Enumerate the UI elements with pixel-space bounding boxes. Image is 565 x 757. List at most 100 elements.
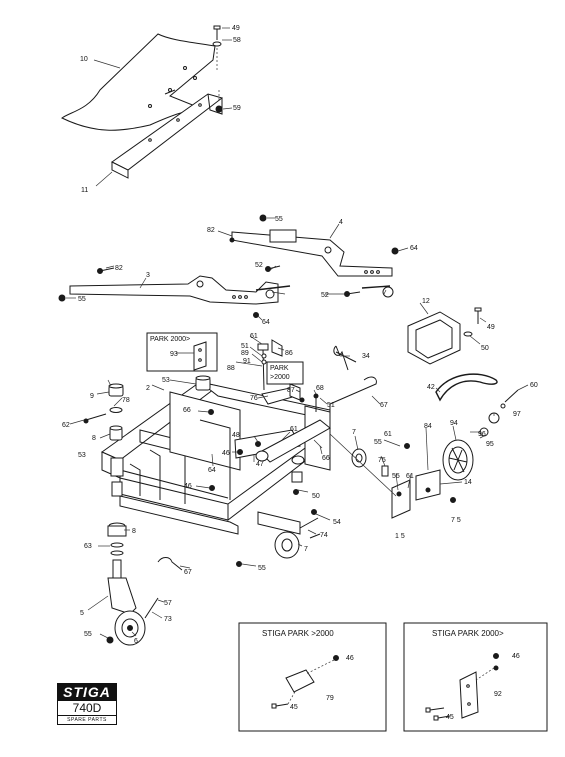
leader-lines: [66, 27, 529, 639]
callout-92: 92: [494, 691, 502, 698]
callout-75: 75: [378, 457, 386, 464]
inset-label-park-2000-small: PARK 2000>: [150, 336, 190, 343]
callout-46-c: 46: [346, 655, 354, 662]
callout-61-a: 61: [250, 333, 258, 340]
callout-51-a: 51: [241, 343, 249, 350]
callout-48: 48: [232, 432, 240, 439]
inset-stiga-park-2000: [403, 622, 548, 732]
linkage-86-91: [257, 339, 319, 412]
callout-55-e: 55: [258, 565, 266, 572]
callout-62: 62: [62, 422, 70, 429]
callout-5: 5: [80, 610, 84, 617]
bar-fasteners: [58, 214, 399, 318]
callout-54: 54: [333, 519, 341, 526]
callout-8-b: 8: [132, 528, 136, 535]
callout-34: 34: [362, 353, 370, 360]
spare-parts-label: SPARE PARTS: [57, 716, 117, 725]
callout-89: 89: [241, 350, 249, 357]
callout-11: 11: [81, 187, 88, 194]
callout-88: 88: [227, 365, 235, 372]
callout-47: 47: [256, 461, 264, 468]
callout-50-a: 50: [481, 345, 489, 352]
callout-55-c: 55: [374, 439, 382, 446]
callout-61-b: 61: [290, 426, 298, 433]
callout-3: 3: [146, 272, 150, 279]
inset-park-gt2000-small: [266, 361, 304, 385]
callout-12: 12: [422, 298, 430, 305]
callout-49-top: 49: [232, 25, 240, 32]
callout-82-b: 82: [115, 265, 123, 272]
inset-label-park-gt2000-l1: PARK: [270, 365, 289, 372]
callout-66-a: 66: [183, 407, 191, 414]
caster-assembly: [106, 457, 159, 646]
callout-64-c: 64: [208, 467, 216, 474]
callout-53-a: 53: [162, 377, 170, 384]
callout-75-b: 7 5: [451, 517, 461, 524]
model-number: 740D: [57, 701, 117, 716]
callout-93: 93: [170, 351, 178, 358]
callout-7-a: 7: [352, 429, 356, 436]
brand-name: STIGA: [57, 683, 117, 701]
frame-fasteners: [208, 397, 317, 567]
callout-9: 9: [90, 393, 94, 400]
callout-66-b: 66: [322, 455, 330, 462]
fasteners-49-58-59: [212, 25, 223, 113]
callout-52-a: 52: [255, 262, 263, 269]
part-3-link-bar: [69, 275, 279, 305]
callout-15: 1 5: [395, 533, 405, 540]
callout-94: 94: [450, 420, 458, 427]
wheel-7-front: [274, 517, 321, 559]
callout-64-b: 64: [262, 319, 270, 326]
callout-14: 14: [464, 479, 472, 486]
callout-86: 86: [285, 350, 293, 357]
callout-10: 10: [80, 56, 88, 63]
callout-60: 60: [530, 382, 538, 389]
callout-61-c: 61: [384, 431, 392, 438]
callout-55-b: 55: [78, 296, 86, 303]
callout-52-b: 52: [321, 292, 329, 299]
callout-45-b: 45: [446, 714, 454, 721]
callout-46-a: 46: [222, 450, 230, 457]
callout-55-d: 55: [392, 473, 400, 480]
callout-57: 57: [164, 600, 172, 607]
callout-58: 58: [233, 37, 241, 44]
part-2-main-frame: [100, 381, 331, 535]
pivot-stack-upper: [83, 375, 211, 441]
inset-label-park-gt2000-l2: >2000: [270, 374, 290, 381]
part-12-bracket: [407, 307, 482, 365]
part-67-pins: [157, 345, 377, 571]
callout-79: 79: [326, 695, 334, 702]
callout-74: 74: [320, 532, 328, 539]
part-66-pivot-tube: [255, 419, 331, 483]
callout-68: 68: [316, 385, 324, 392]
callout-64-a: 64: [410, 245, 418, 252]
inset-title-stiga-park-2000: STIGA PARK 2000>: [432, 629, 504, 638]
callout-97: 97: [513, 411, 521, 418]
part-83-rod-ends: [255, 285, 394, 299]
callout-numbers: 10 49 58 59 11 55 4 82 64 82 52 3 55 52 …: [62, 25, 538, 721]
callout-87: 87: [287, 387, 295, 394]
callout-46-d: 46: [512, 653, 520, 660]
callout-76: 76: [250, 395, 258, 402]
callout-7-b: 7: [304, 546, 308, 553]
right-axle-assembly: [329, 433, 456, 519]
callout-67-a: 67: [380, 402, 388, 409]
callout-42: 42: [427, 384, 435, 391]
callout-50-b: 50: [312, 493, 320, 500]
callout-8-a: 8: [92, 435, 96, 442]
callout-49-b: 49: [487, 324, 495, 331]
part-34-clip: [335, 345, 357, 363]
callout-91: 91: [243, 358, 251, 365]
callout-4: 4: [339, 219, 343, 226]
callout-96: 96: [478, 431, 486, 438]
callout-95: 95: [486, 441, 494, 448]
callout-78: 78: [122, 397, 130, 404]
callout-51-b: 51: [327, 402, 335, 409]
part-42-belt: [435, 373, 498, 402]
callout-55-f: 55: [84, 631, 92, 638]
inset-park-2000-small: [146, 332, 218, 372]
callout-53-b: 53: [78, 452, 86, 459]
callout-73: 73: [164, 616, 172, 623]
